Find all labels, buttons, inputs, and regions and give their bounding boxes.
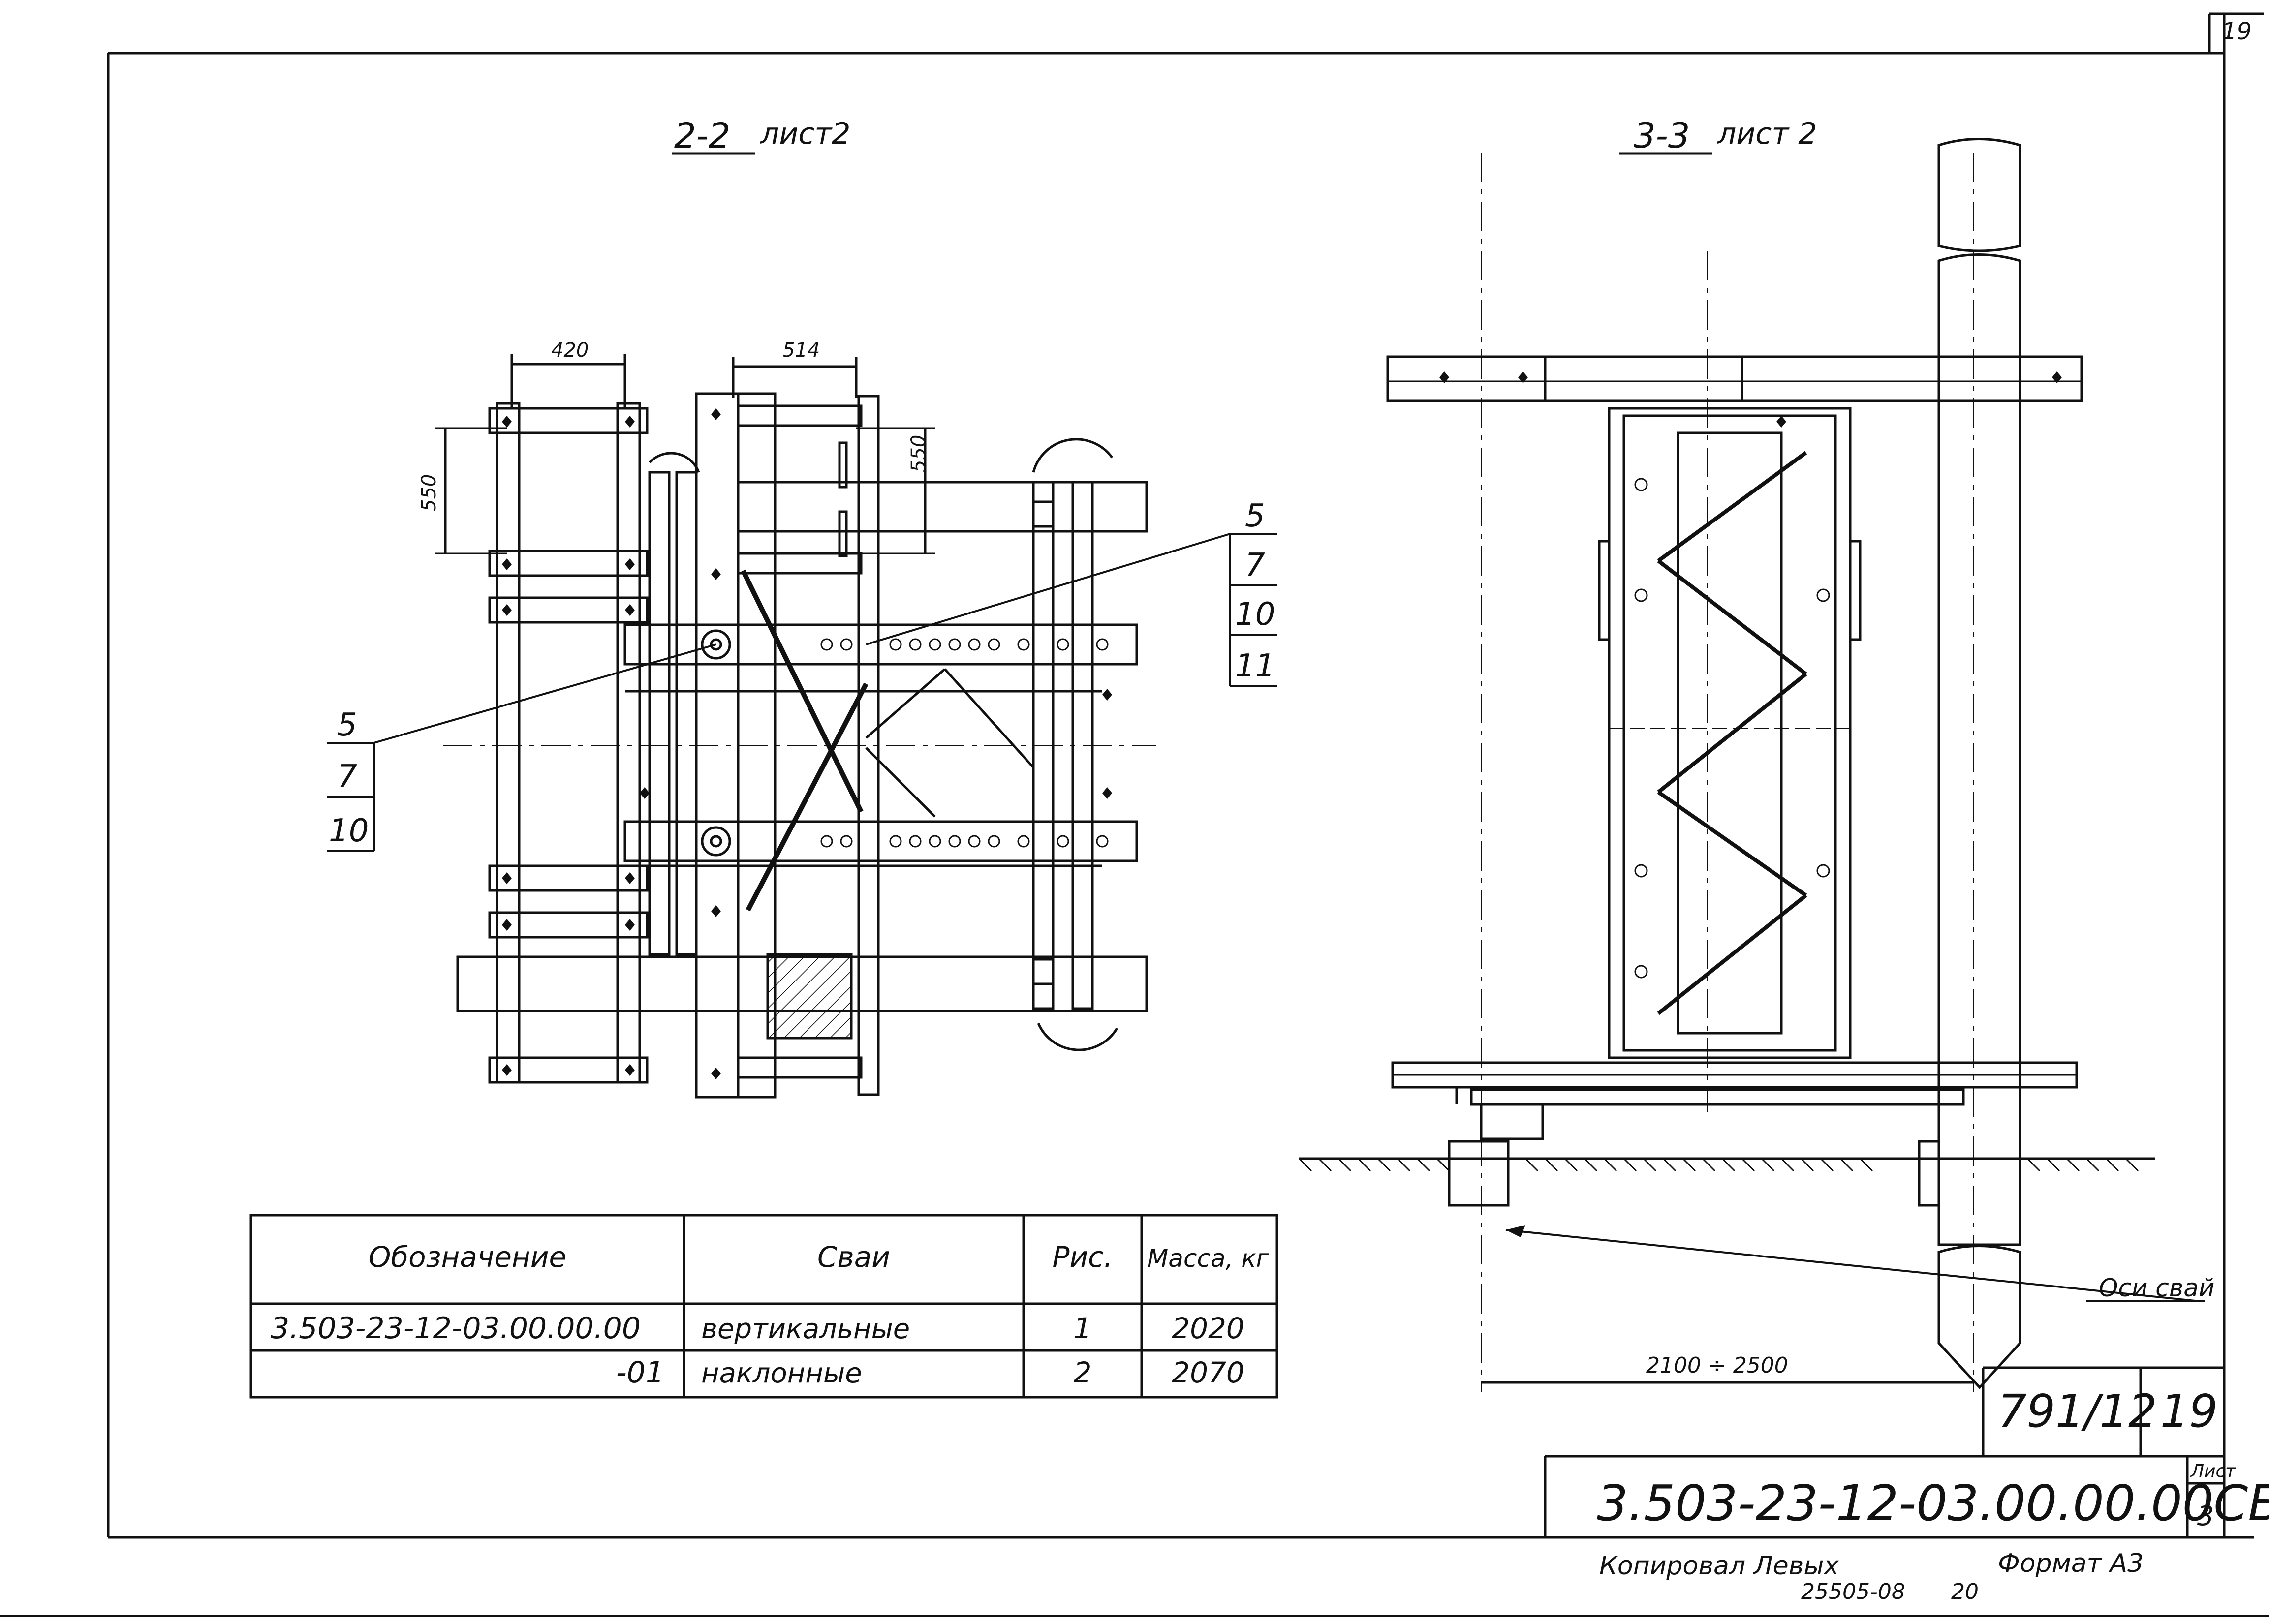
- page-number: 19: [2222, 18, 2252, 45]
- format-label: Формат А3: [1998, 1549, 2144, 1578]
- section-3-3-view: [1298, 138, 2200, 1392]
- callout-right: 5 7 10 11: [866, 498, 1277, 687]
- section-3-3-sheet: лист 2: [1717, 117, 1817, 151]
- section-2-2-view: [435, 354, 1156, 1099]
- table-row2-fig: 2: [1074, 1356, 1092, 1389]
- specification-table: [249, 1214, 1278, 1399]
- callout-left-7: 7: [337, 759, 357, 795]
- table-row1-designation: 3.503-23-12-03.00.00.00: [271, 1311, 641, 1346]
- title-block: [1544, 1366, 2224, 1537]
- sheet-number: 3: [2197, 1501, 2214, 1532]
- dimension-550-left: 550: [418, 474, 440, 512]
- dimension-span: 2100 ÷ 2500: [1646, 1353, 1788, 1378]
- table-row1-piles: вертикальные: [701, 1313, 910, 1345]
- bolt-markers-3-3: [1439, 371, 2062, 428]
- sheet-frame: [0, 12, 2269, 1617]
- table-header-piles: Сваи: [817, 1240, 890, 1274]
- callout-right-5: 5: [1245, 498, 1265, 534]
- callout-left-5: 5: [337, 707, 357, 743]
- callout-left: 5 7 10: [327, 643, 716, 852]
- section-2-2-label: 2-2: [674, 116, 730, 156]
- table-row1-mass: 2020: [1172, 1312, 1244, 1345]
- table-row2-designation: -01: [616, 1355, 664, 1390]
- callout-right-11: 11: [1235, 648, 1275, 684]
- callout-left-10: 10: [329, 813, 369, 849]
- table-row2-mass: 2070: [1172, 1356, 1244, 1389]
- section-3-3-label: 3-3: [1634, 116, 1690, 156]
- order-number: 25505-08: [1801, 1579, 1905, 1604]
- pile-axes-label: Оси свай: [2099, 1274, 2214, 1302]
- table-header-mass: Масса, кг: [1147, 1244, 1269, 1273]
- document-code: 3.503-23-12-03.00.00.00СБ: [1597, 1474, 2269, 1532]
- copied-by: Копировал Левых: [1599, 1551, 1839, 1581]
- dimension-514: 514: [782, 339, 820, 362]
- section-2-2-sheet: лист2: [760, 117, 850, 151]
- callout-right-7: 7: [1245, 547, 1265, 583]
- callout-right-10: 10: [1235, 596, 1275, 633]
- sheet-label: Лист: [2190, 1461, 2236, 1481]
- table-header-fig: Рис.: [1053, 1240, 1113, 1274]
- bolt-markers-2-2: [502, 408, 1112, 1079]
- album-sheet: 19: [2160, 1385, 2218, 1438]
- dimension-420: 420: [551, 339, 589, 362]
- order-suffix: 20: [1951, 1579, 1979, 1604]
- table-row1-fig: 1: [1074, 1312, 1092, 1345]
- album-number: 791/12: [1998, 1385, 2157, 1438]
- leader-arrowhead: [1506, 1225, 1525, 1237]
- table-header-designation: Обозначение: [369, 1240, 566, 1274]
- dimension-550-right: 550: [907, 435, 930, 472]
- table-row2-piles: наклонные: [701, 1357, 862, 1389]
